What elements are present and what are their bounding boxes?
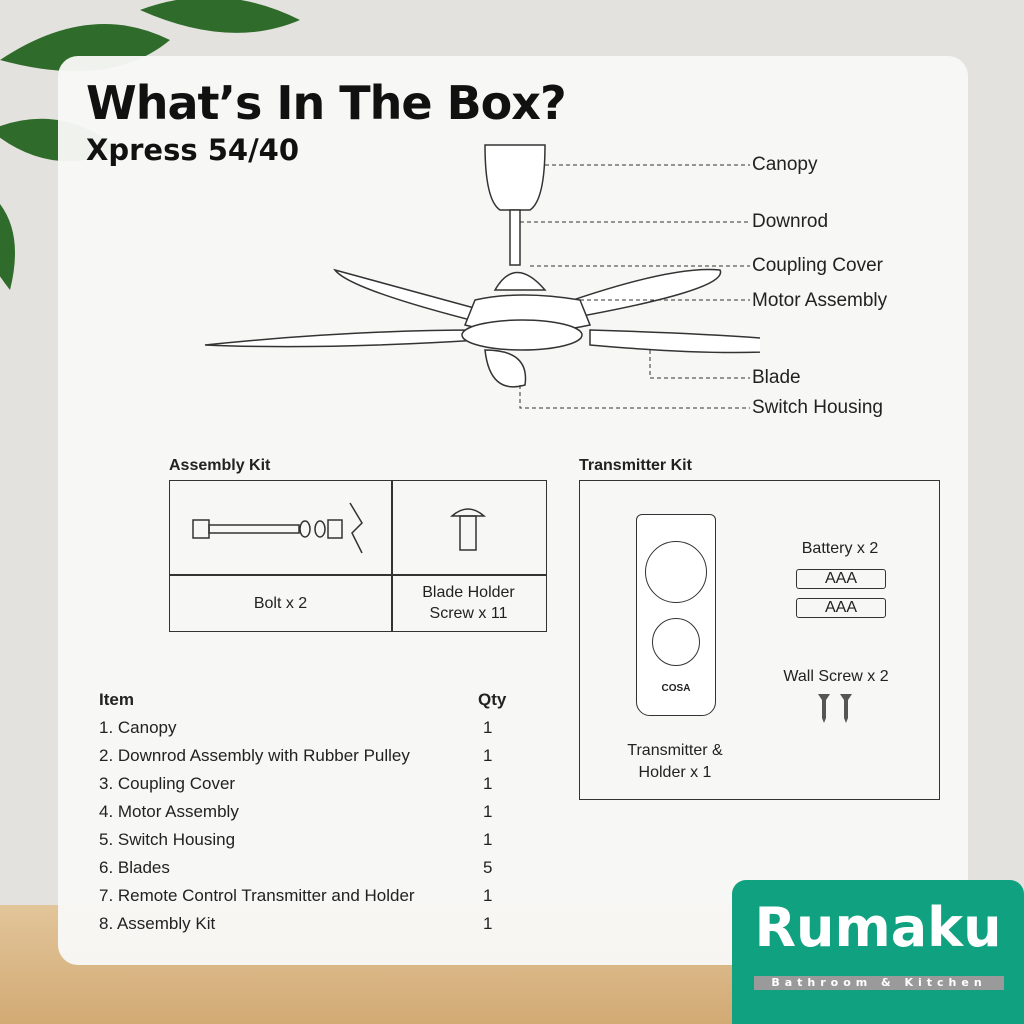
screw-icon (450, 508, 486, 551)
bolt-label: Bolt x 2 (253, 595, 308, 612)
page-title: What’s In The Box? (86, 76, 567, 130)
list-qty: 1 (483, 718, 493, 737)
list-qty: 1 (483, 886, 493, 905)
label-canopy: Canopy (752, 154, 818, 175)
ceiling-fan-diagram (204, 144, 760, 409)
model-subtitle: Xpress 54/40 (86, 133, 300, 167)
brand-tagline: Bathroom & Kitchen (754, 976, 1004, 990)
transmitter-kit-title: Transmitter Kit (579, 457, 692, 474)
assembly-kit-title: Assembly Kit (169, 457, 271, 474)
battery-icon: AAA (796, 598, 886, 618)
battery-label: Battery x 2 (801, 540, 879, 557)
remote-control-icon: COSA (636, 514, 716, 716)
list-item: 6. Blades (99, 858, 170, 877)
wall-screw-label: Wall Screw x 2 (783, 668, 889, 685)
list-item: 4. Motor Assembly (99, 802, 239, 821)
list-item: 1. Canopy (99, 718, 177, 737)
item-header: Item (99, 690, 134, 709)
list-qty: 5 (483, 858, 493, 877)
list-qty: 1 (483, 746, 493, 765)
qty-header: Qty (478, 690, 507, 709)
assembly-kit-table (169, 480, 547, 632)
label-downrod: Downrod (752, 211, 829, 232)
label-switch-housing: Switch Housing (752, 397, 883, 418)
brand-name: Rumaku (754, 896, 1002, 959)
list-qty: 1 (483, 802, 493, 821)
list-item: 5. Switch Housing (99, 830, 236, 849)
transmitter-kit-box (579, 480, 940, 800)
list-item: 8. Assembly Kit (99, 914, 216, 933)
transmitter-label-1: Transmitter & (627, 742, 723, 759)
list-qty: 1 (483, 830, 493, 849)
wall-screw-icon (818, 694, 852, 723)
label-motor-assembly: Motor Assembly (752, 290, 888, 311)
list-qty: 1 (483, 914, 493, 933)
label-coupling-cover: Coupling Cover (752, 255, 883, 276)
brand-logo: Rumaku Bathroom & Kitchen (732, 880, 1024, 1024)
list-qty: 1 (483, 774, 493, 793)
remote-brand: COSA (661, 683, 691, 694)
label-blade: Blade (752, 367, 801, 388)
bolt-icon (192, 502, 363, 554)
blade-holder-label: Blade Holder (422, 584, 515, 601)
list-item: 3. Coupling Cover (99, 774, 236, 793)
battery-icon: AAA (796, 569, 886, 589)
list-item: 2. Downrod Assembly with Rubber Pulley (99, 746, 410, 765)
transmitter-label-2: Holder x 1 (638, 764, 712, 781)
screw-count-label: Screw x 11 (429, 605, 508, 622)
list-item: 7. Remote Control Transmitter and Holder (99, 886, 415, 905)
